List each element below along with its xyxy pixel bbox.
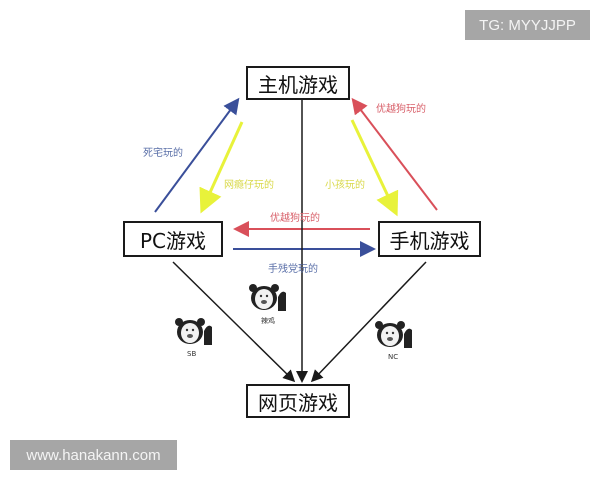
node-pc-label: PC游戏 (139, 228, 207, 253)
arrow-pc-to-console (154, 97, 240, 213)
label-pc-to-console: 死宅玩的 (143, 148, 183, 159)
arrow-console-to-mobile (350, 119, 399, 217)
panda-meme-icon-pc (174, 318, 218, 347)
node-mobile-games: 手机游戏 (378, 221, 481, 257)
panda-meme-icon-mobile (374, 321, 418, 350)
label-pc-to-mobile: 手残党玩的 (268, 264, 318, 275)
arrow-console-to-pc (199, 121, 244, 214)
arrow-mobile-to-console (351, 97, 438, 211)
node-console-label: 主机游戏 (258, 72, 338, 97)
label-mobile-to-pc: 优越狗玩的 (270, 213, 320, 224)
watermark-top-right: TG: MYYJJPP (465, 10, 590, 40)
meme-caption-pc: SB (187, 350, 197, 358)
panda-meme-icon-console (248, 284, 292, 313)
watermark-bottom-left: www.hanakann.com (10, 440, 177, 470)
meme-caption-console: 辣鸡 (261, 317, 275, 325)
arrow-pc-to-web (172, 261, 296, 383)
label-mobile-to-console: 优越狗玩的 (376, 104, 426, 115)
node-web-label: 网页游戏 (258, 390, 338, 415)
label-console-to-pc: 网瘾仔玩的 (224, 180, 274, 191)
node-web-games: 网页游戏 (246, 384, 350, 418)
node-console-games: 主机游戏 (246, 66, 350, 100)
watermark-top-right-text: TG: MYYJJPP (479, 16, 576, 34)
watermark-bottom-left-text: www.hanakann.com (26, 446, 161, 464)
label-console-to-mobile: 小孩玩的 (325, 180, 365, 191)
node-pc-games: PC游戏 (123, 221, 223, 257)
meme-caption-mobile: NC (388, 353, 399, 361)
node-mobile-label: 手机游戏 (389, 228, 470, 253)
arrow-mobile-to-web (310, 261, 427, 383)
